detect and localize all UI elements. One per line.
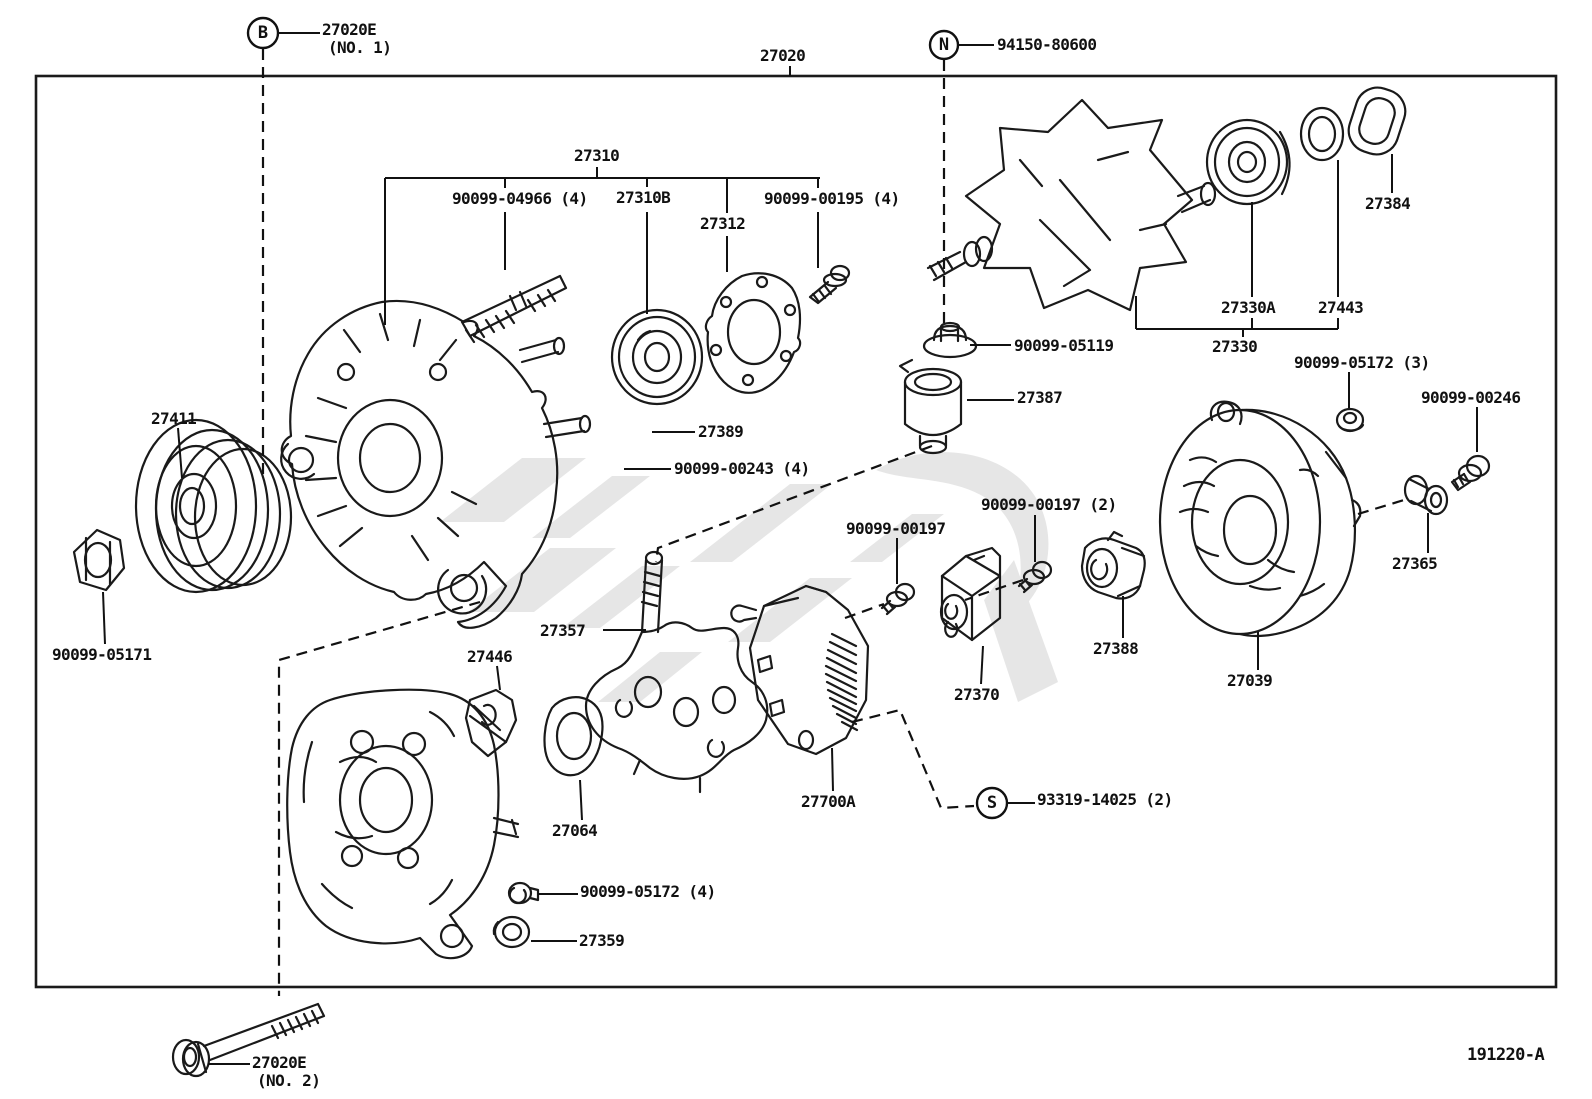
front-bearing-drawing <box>610 308 704 406</box>
part-label-27020e-no2-sub: (NO. 2) <box>257 1071 321 1090</box>
part-label-27330a: 27330A <box>1221 298 1276 317</box>
nut-05172-3-drawing <box>1335 407 1365 433</box>
part-label-27039: 27039 <box>1227 671 1273 690</box>
part-label-90099-00197-2: 90099-00197 (2) <box>981 495 1117 514</box>
bushing-27359-drawing <box>492 915 531 949</box>
rear-housing-drawing <box>286 688 520 960</box>
washer-drawing <box>1299 106 1345 162</box>
page-border <box>34 74 1558 989</box>
part-label-27020e-no1: 27020E <box>322 20 377 39</box>
gasket-27064-drawing <box>543 696 604 777</box>
part-label-27446: 27446 <box>467 647 513 666</box>
part-label-27384: 27384 <box>1365 194 1411 213</box>
watermark-graphic <box>440 452 1058 702</box>
part-label-27389: 27389 <box>698 422 744 441</box>
bolt-05172-4-drawing <box>507 881 540 905</box>
sheet-code: 191220-A <box>1467 1045 1545 1065</box>
part-label-27365: 27365 <box>1392 554 1438 573</box>
part-label-27370: 27370 <box>954 685 1000 704</box>
bolt-00246-drawing <box>1450 454 1491 492</box>
marker-letter-s: S <box>986 793 998 813</box>
rotor-drawing <box>926 98 1217 312</box>
insulator-27387-drawing <box>898 358 963 455</box>
part-label-90099-05171: 90099-05171 <box>52 645 152 664</box>
rear-bearing-drawing <box>1205 118 1291 206</box>
part-label-90099-04966: 90099-04966 (4) <box>452 189 588 208</box>
part-label-27388: 27388 <box>1093 639 1139 658</box>
marker-letter-n: N <box>938 35 950 55</box>
part-label-90099-05172-3: 90099-05172 (3) <box>1294 353 1430 372</box>
part-label-27411: 27411 <box>151 409 197 428</box>
part-label-27020e-no2: 27020E <box>252 1053 307 1072</box>
part-label-27387: 27387 <box>1017 388 1063 407</box>
marker-circle-n <box>928 29 960 61</box>
part-label-27357: 27357 <box>540 621 586 640</box>
stud-bolt-drawing <box>460 274 568 344</box>
marker-letter-b: B <box>257 23 269 43</box>
insulator-27365-drawing <box>1403 474 1449 516</box>
part-label-27443: 27443 <box>1318 298 1364 317</box>
part-label-27310b: 27310B <box>616 188 671 207</box>
front-housing-drawing <box>280 299 592 629</box>
callout-circles <box>246 16 1009 820</box>
bearing-retainer-drawing <box>704 272 802 394</box>
part-label-90099-00246: 90099-00246 <box>1421 388 1521 407</box>
seal-cover-drawing <box>1347 86 1407 156</box>
through-bolt-drawing <box>171 1002 326 1078</box>
rectifier-drawing <box>730 584 870 756</box>
part-label-90099-05172-4: 90099-05172 (4) <box>580 882 716 901</box>
bolt-00197-drawing <box>880 560 1053 616</box>
part-label-94150-80600: 94150-80600 <box>997 35 1097 54</box>
marker-circle-b <box>246 16 280 50</box>
holder-27388-drawing <box>1080 530 1146 600</box>
leader-lines <box>102 32 1478 1065</box>
part-label-27020: 27020 <box>760 46 806 65</box>
part-label-27359: 27359 <box>579 931 625 950</box>
part-label-90099-00195: 90099-00195 (4) <box>764 189 900 208</box>
part-label-93319-14025: 93319-14025 (2) <box>1037 790 1173 809</box>
rear-cover-drawing <box>1158 400 1362 638</box>
pulley-nut-drawing <box>72 528 126 592</box>
dashed-assembly-lines <box>261 49 1405 996</box>
part-label-27330: 27330 <box>1212 337 1258 356</box>
marker-circle-s <box>975 786 1009 820</box>
bolt-00195-drawing <box>808 264 851 305</box>
plate-27446-drawing <box>464 688 518 758</box>
part-label-27312: 27312 <box>700 214 746 233</box>
part-label-27064: 27064 <box>552 821 598 840</box>
part-label-90099-00243: 90099-00243 (4) <box>674 459 810 478</box>
regulator-drawing <box>939 546 1002 642</box>
part-label-90099-00197: 90099-00197 <box>846 519 946 538</box>
shaft-nut-drawing <box>922 321 978 359</box>
part-label-27700a: 27700A <box>801 792 856 811</box>
part-label-27310: 27310 <box>574 146 620 165</box>
pulley-drawing <box>134 418 293 594</box>
part-label-27020e-no1-sub: (NO. 1) <box>328 38 392 57</box>
brush-holder-drawing <box>584 550 769 794</box>
part-label-90099-05119: 90099-05119 <box>1014 336 1114 355</box>
